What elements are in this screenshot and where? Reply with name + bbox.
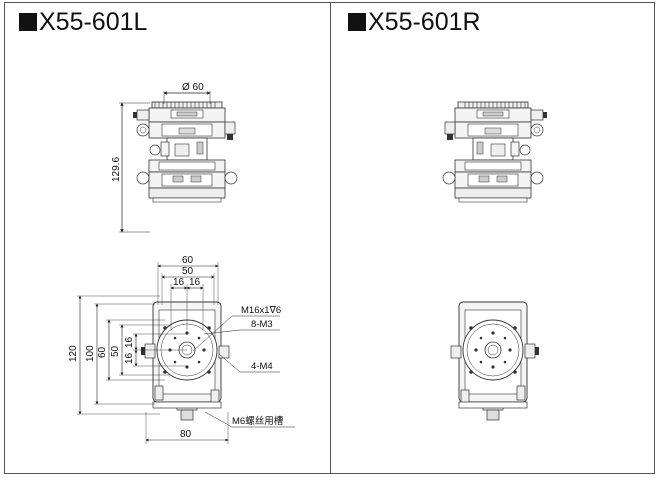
dim-left-16a: 16 [124, 352, 135, 364]
dim-bottom-80: 80 [180, 429, 192, 440]
dim-left-60: 60 [97, 346, 108, 358]
right-side-view [442, 101, 548, 203]
dim-left-16b: 16 [124, 336, 135, 348]
left-side-view: Ø 60 129.6 [111, 82, 238, 233]
left-top-view: 60 50 16 16 120 100 60 50 16 16 [68, 255, 295, 444]
title-left-text: X55-601L [39, 8, 148, 36]
right-top-view [450, 301, 540, 421]
bullet-square-icon [348, 13, 366, 31]
dim-top-16b: 16 [189, 277, 201, 288]
callout-m16: M16x1∇6 [241, 305, 281, 316]
callout-4m4: 4-M4 [251, 361, 273, 372]
bullet-square-icon [19, 13, 37, 31]
callout-m6-slot: M6螺丝用槽 [232, 415, 284, 427]
dim-left-120: 120 [68, 345, 79, 362]
dim-left-50: 50 [110, 345, 121, 357]
dim-height: 129.6 [111, 157, 122, 182]
title-right: X55-601R [348, 8, 481, 37]
panel-divider [330, 2, 331, 474]
dim-top-50: 50 [182, 266, 194, 277]
drawing-frame [4, 2, 655, 474]
title-right-text: X55-601R [368, 8, 481, 36]
dim-left-100: 100 [85, 345, 96, 362]
callout-8m3: 8-M3 [251, 319, 273, 330]
dim-diameter: Ø 60 [182, 82, 204, 93]
title-left: X55-601L [19, 8, 147, 37]
dim-top-60: 60 [182, 255, 194, 266]
dim-top-16a: 16 [173, 277, 185, 288]
